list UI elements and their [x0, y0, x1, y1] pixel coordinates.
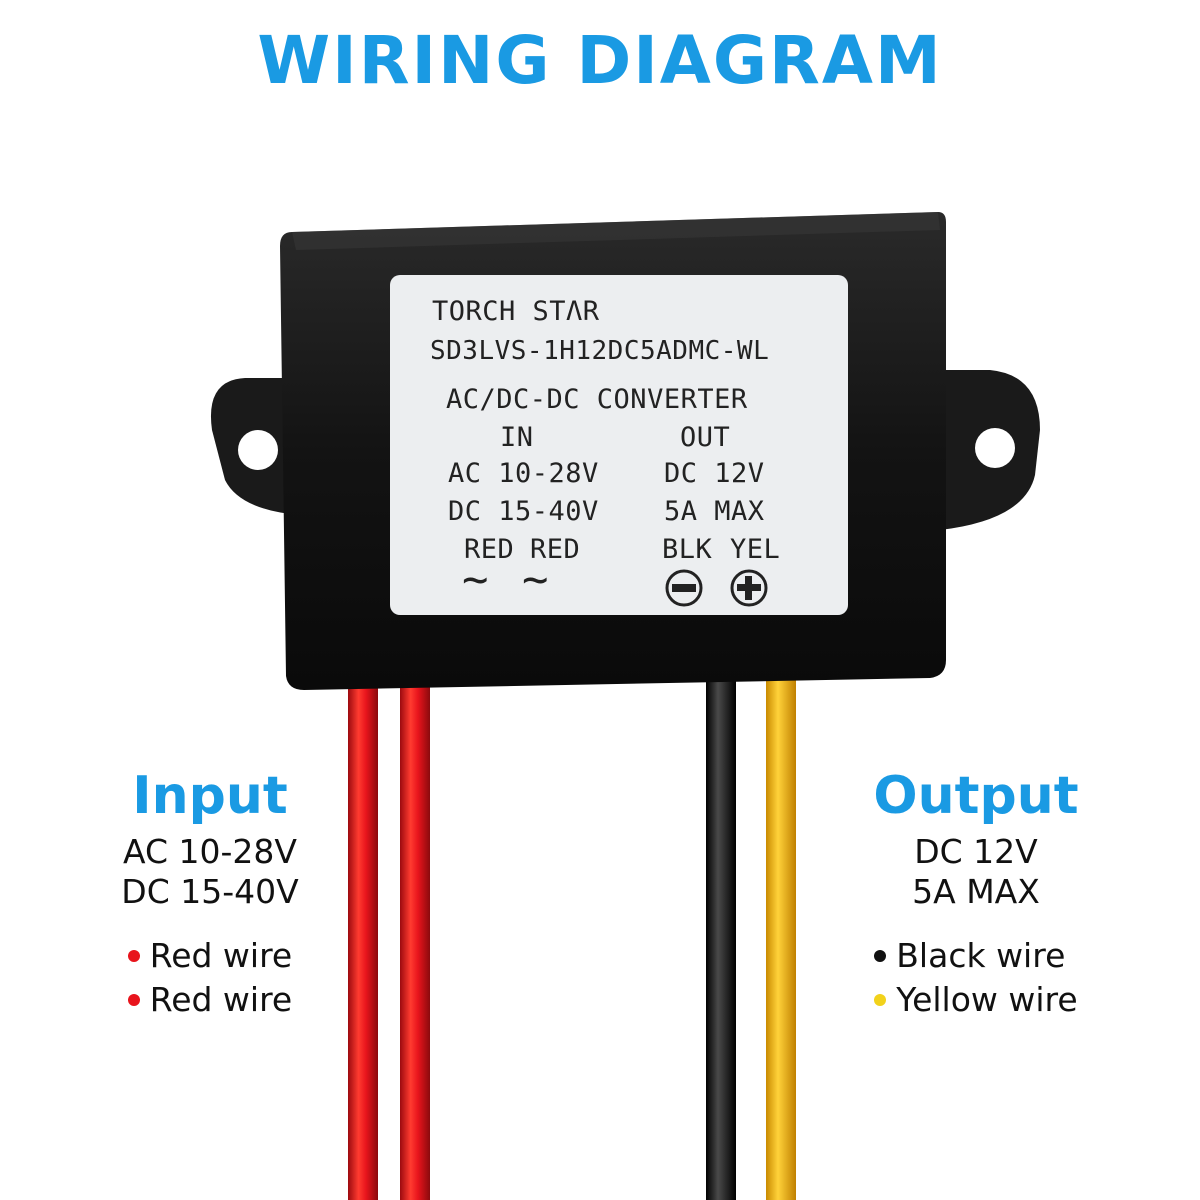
- output-yellow-wire: [766, 660, 796, 1200]
- output-spec-max: 5A MAX: [912, 872, 1040, 911]
- input-red-wire-1: [348, 660, 378, 1200]
- output-wire-2-label: Yellow wire: [896, 980, 1078, 1019]
- label-in-wire-1: RED: [464, 534, 515, 565]
- label-model: SD3LVS-1H12DC5ADMC-WL: [430, 336, 770, 366]
- input-wire-1-label: Red wire: [149, 936, 293, 975]
- output-section: Output DC 12V 5A MAX Black wire Yellow w…: [836, 766, 1116, 1022]
- input-heading: Input: [132, 766, 288, 826]
- label-out-header: OUT: [680, 422, 731, 453]
- input-red-wire-2: [400, 660, 430, 1200]
- list-item: Red wire: [127, 934, 293, 978]
- label-out-max: 5A MAX: [664, 496, 765, 527]
- ac-symbol-2: ~: [522, 554, 549, 605]
- label-type: AC/DC-DC CONVERTER: [446, 384, 748, 415]
- input-spec-dc: DC 15-40V: [121, 872, 299, 911]
- red-dot-icon: [127, 950, 140, 962]
- output-wire-list: Black wire Yellow wire: [874, 934, 1078, 1022]
- label-brand: TORCH STΛR: [432, 296, 600, 327]
- list-item: Black wire: [874, 934, 1077, 978]
- left-mounting-hole: [238, 430, 278, 470]
- input-wire-list: Red wire Red wire: [127, 934, 293, 1022]
- label-out-wire-2: YEL: [730, 534, 781, 565]
- input-section: Input AC 10-28V DC 15-40V Red wire Red w…: [60, 766, 360, 1022]
- label-in-header: IN: [500, 422, 534, 453]
- label-out-wire-1: BLK: [662, 534, 713, 565]
- yellow-dot-icon: [874, 994, 887, 1006]
- input-spec-ac: AC 10-28V: [123, 832, 297, 871]
- ac-symbol-1: ~: [462, 554, 489, 605]
- housing-bevel: [292, 212, 940, 250]
- page-title: WIRING DIAGRAM: [257, 22, 943, 99]
- label-out-dc: DC 12V: [664, 458, 765, 489]
- negative-terminal-icon: [665, 569, 703, 607]
- negative-bar: [672, 584, 696, 592]
- positive-terminal-icon: [730, 569, 768, 607]
- label-in-ac: AC 10-28V: [448, 458, 599, 489]
- output-wire-1-label: Black wire: [896, 936, 1066, 975]
- list-item: Red wire: [127, 978, 293, 1022]
- label-in-wire-2: RED: [530, 534, 581, 565]
- output-spec-dc: DC 12V: [914, 832, 1038, 871]
- output-black-wire: [706, 660, 736, 1200]
- positive-bar-v: [745, 576, 752, 600]
- output-heading: Output: [873, 766, 1079, 826]
- right-mounting-hole: [975, 428, 1015, 468]
- list-item: Yellow wire: [874, 978, 1078, 1022]
- label-in-dc: DC 15-40V: [448, 496, 599, 527]
- spec-label-panel: [390, 275, 848, 615]
- input-wire-2-label: Red wire: [149, 980, 293, 1019]
- black-dot-icon: [874, 950, 887, 962]
- red-dot-icon: [127, 994, 140, 1006]
